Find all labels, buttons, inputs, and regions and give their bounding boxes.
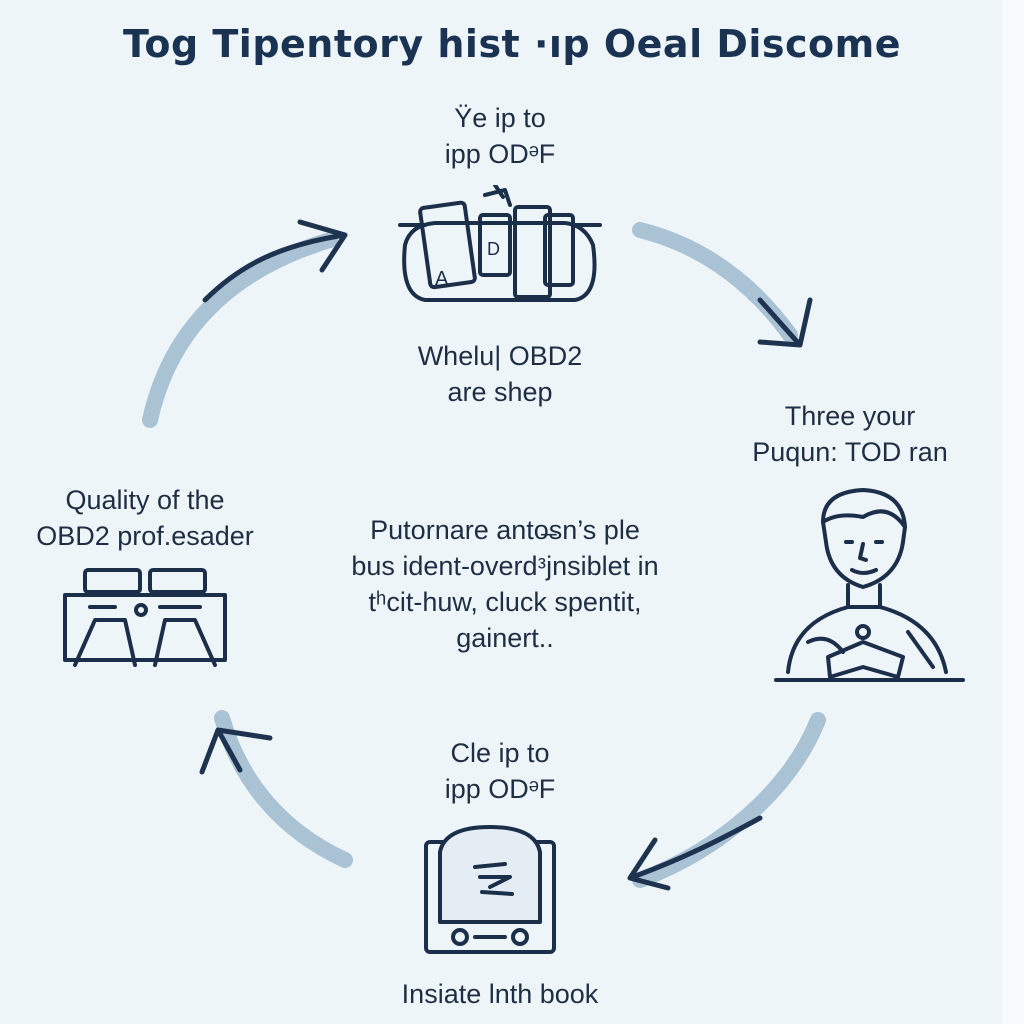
bottom-caption-line-1: Cle ip to: [450, 738, 550, 768]
center-line-1: Putornare anto̶sn’s ple: [370, 515, 640, 545]
arrow-bottom-to-left-head: [199, 727, 273, 775]
center-line-2: bus ident-overdᵌjnsiblet in: [351, 551, 659, 581]
top-node-caption: Ϋe ip to ipp ODᵊF: [400, 100, 600, 172]
top-node-sublabel: Whelu| OBD2 are shep: [380, 338, 620, 410]
right-node-caption: Three your Puqun: TOD ran: [730, 398, 970, 470]
bottom-sublabel-line-1: Insiate lnth book: [401, 979, 599, 1009]
person-reading-icon: [774, 488, 965, 682]
arrow-top-to-right-head: [757, 297, 813, 348]
left-caption-line-2: OBD2 prof.esader: [36, 521, 254, 551]
top-caption-line-2: ipp ODᵊF: [444, 139, 556, 169]
top-sublabel-line-2: are shep: [447, 377, 553, 407]
arrow-right-to-bottom: [632, 712, 826, 888]
arrow-left-to-top-head: [202, 219, 348, 303]
svg-text:D: D: [487, 239, 500, 259]
center-line-3: tʰcit-huw, cluck spentit,: [368, 587, 642, 617]
diagram-title: Tog Tipentory hist ·ıp Oeal Discome: [122, 22, 902, 66]
left-caption-line-1: Quality of the: [65, 485, 225, 515]
left-node-caption: Quality of the OBD2 prof.esader: [10, 482, 280, 554]
bottom-caption-line-2: ipp ODᵊF: [444, 774, 556, 804]
arrow-left-to-top: [142, 232, 338, 428]
bottom-node-sublabel: Insiate lnth book: [330, 976, 670, 1012]
top-sublabel-line-1: Whelu| OBD2: [417, 341, 583, 371]
right-caption-line-2: Puqun: TOD ran: [752, 437, 948, 467]
right-caption-line-1: Three your: [784, 401, 916, 431]
toolbox-tablets-icon: A D: [398, 185, 602, 302]
arrow-top-to-right: [632, 222, 798, 343]
center-description: Putornare anto̶sn’s ple bus ident-overdᵌ…: [290, 512, 720, 656]
bottom-node-caption: Cle ip to ipp ODᵊF: [400, 735, 600, 807]
center-line-4: gainert..: [456, 623, 554, 653]
scanner-device-icon: [424, 825, 556, 954]
car-dashboard-icon: [63, 568, 227, 667]
arrow-right-to-bottom-head: [627, 815, 763, 891]
svg-text:A: A: [435, 268, 449, 290]
page-edge: [1002, 0, 1024, 1024]
arrow-bottom-to-left: [214, 710, 353, 868]
top-caption-line-1: Ϋe ip to: [454, 103, 546, 133]
